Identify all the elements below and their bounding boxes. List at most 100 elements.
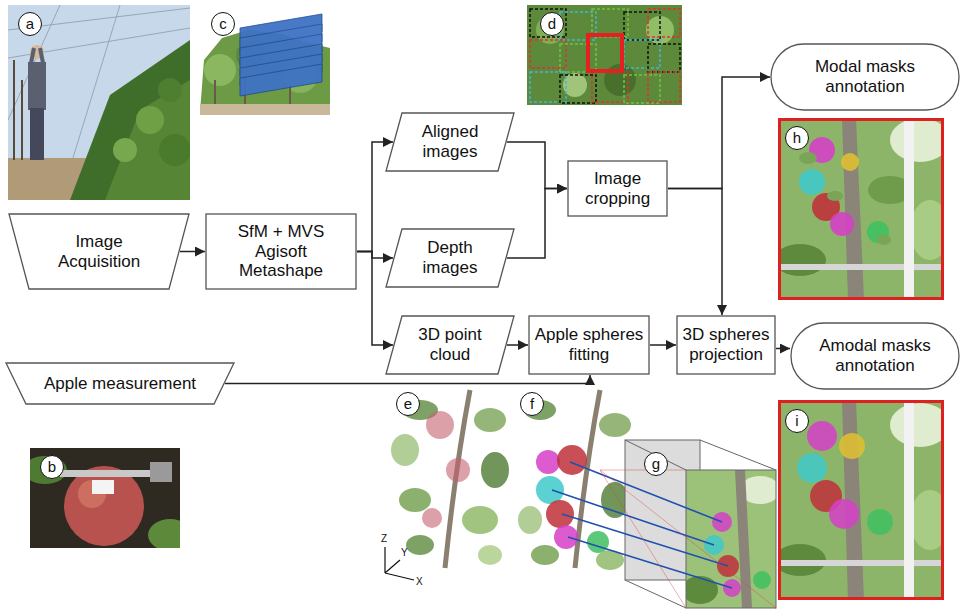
illustration-circle (841, 153, 859, 171)
illustration-ellipse (599, 413, 631, 437)
illustration-rect (904, 400, 914, 600)
illustration-rect (648, 9, 680, 37)
illustration-ellipse (890, 403, 944, 447)
illustration-path (30, 48, 44, 68)
flow-arrow (507, 189, 567, 259)
data-parallelogram: 3D point cloud (385, 315, 515, 375)
illustration-ellipse (827, 191, 843, 201)
flow-arrow (180, 251, 205, 253)
flow-arrow (507, 344, 528, 346)
illustration-ellipse (406, 535, 434, 555)
illustration-path (385, 547, 414, 580)
axis-label: X (416, 576, 423, 587)
illustration-path (625, 440, 776, 608)
illustration-g (30, 448, 180, 548)
illustration-ellipse (478, 545, 502, 565)
node-text-group: SfM + MVS Agisoft Metashape (211, 222, 351, 281)
panel-letter: e (396, 392, 420, 416)
illustration-circle (64, 466, 144, 546)
node-outline (6, 363, 234, 404)
illustration-ellipse (799, 152, 817, 164)
node-label: 3D point cloud (403, 325, 497, 364)
illustration-path (552, 462, 732, 588)
illustration-rect (778, 560, 944, 566)
illustration-ellipse (686, 576, 718, 604)
process-box: Apple spheres fitting (528, 315, 650, 375)
node-outline (568, 161, 667, 216)
illustration-path (600, 470, 776, 608)
illustration-rect (648, 44, 680, 72)
illustration-g (240, 14, 322, 96)
process-box: SfM + MVS Agisoft Metashape (205, 213, 357, 290)
node-outline (771, 44, 959, 110)
illustration-ellipse (910, 200, 944, 260)
illustration-rect (200, 5, 330, 115)
illustration-ellipse (391, 434, 419, 466)
panel-letter: i (785, 409, 809, 433)
illustration-rect (8, 5, 190, 200)
node-label: Amodal masks annotation (816, 336, 934, 375)
illustration-polygon (240, 64, 322, 96)
illustration-circle (807, 421, 837, 451)
terminal-pill: Modal masks annotation (770, 43, 960, 111)
illustration-rect (560, 75, 596, 103)
illustration-rect (624, 75, 660, 103)
flow-arrow (650, 344, 676, 346)
flow-arrow (668, 77, 770, 189)
illustration-g (200, 5, 330, 115)
process-box: 3D spheres projection (676, 315, 776, 375)
node-text-group: Apple measurement (44, 374, 196, 394)
panel-letter: g (644, 452, 668, 476)
data-parallelogram: Depth images (385, 228, 515, 288)
illustration-g (385, 390, 509, 580)
illustration-rect (780, 402, 943, 599)
illustration-rect (150, 462, 172, 482)
illustration-circle (557, 445, 587, 475)
illustration-path (8, 5, 190, 200)
illustration-rect (648, 72, 680, 102)
illustration-circle (422, 508, 442, 528)
illustration-ellipse (877, 235, 891, 245)
data-parallelogram: Aligned images (385, 112, 515, 172)
illustration-ellipse (910, 490, 944, 550)
illustration-rect (588, 35, 622, 71)
illustration-ellipse (474, 408, 506, 432)
illustration-circle (536, 450, 560, 474)
panel-letter: c (211, 12, 235, 36)
node-label: Apple measurement (44, 374, 196, 394)
illustration-circle (446, 458, 470, 482)
illustration-g (527, 5, 682, 105)
illustration-ellipse (30, 456, 67, 484)
node-text-group: Aligned images (403, 122, 497, 161)
illustration-circle (136, 106, 164, 134)
illustration-g (530, 9, 680, 103)
illustration-circle (536, 476, 564, 504)
node-outline (791, 323, 959, 389)
node-outline (206, 214, 356, 289)
illustration-g (552, 440, 780, 608)
flow-arrow (507, 142, 567, 189)
illustration-circle (829, 499, 859, 529)
input-trapezoid: Apple measurement (5, 362, 235, 405)
illustration-rect (527, 5, 682, 105)
illustration-rect (30, 108, 44, 160)
illustration-rect (592, 72, 628, 102)
illustration-rect (904, 118, 914, 300)
node-text-group: Depth images (403, 238, 497, 277)
node-text-group: 3D spheres projection (681, 325, 771, 364)
panel-letter: h (785, 126, 809, 150)
node-label: 3D spheres projection (681, 325, 771, 364)
illustration-circle (546, 500, 574, 528)
panel-letter: f (520, 392, 544, 416)
illustration-rect (778, 264, 944, 270)
illustration-rect (624, 12, 660, 40)
node-text-group: Apple spheres fitting (533, 325, 645, 364)
illustration-polygon (70, 40, 190, 200)
node-text-group: Image Acquisition (38, 232, 160, 271)
node-label: Image Acquisition (38, 232, 160, 271)
illustration-circle (799, 169, 825, 195)
illustration-rect (780, 120, 943, 299)
illustration-circle (830, 212, 854, 236)
